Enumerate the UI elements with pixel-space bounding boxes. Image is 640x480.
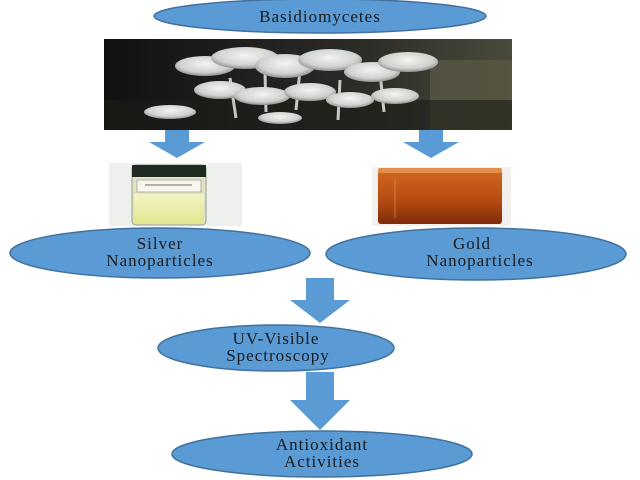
node-silver-line2: Nanoparticles: [106, 251, 213, 270]
arrow-to-uv: [290, 278, 350, 323]
node-gold-nanoparticles: Gold Nanoparticles: [325, 227, 627, 281]
node-uv-visible-spectroscopy: UV-Visible Spectroscopy: [157, 324, 395, 372]
node-antioxidant-line1: Antioxidant: [276, 435, 368, 454]
silver-nanoparticle-vial-photo: [109, 163, 242, 226]
arrow-to-gold: [403, 130, 459, 158]
node-basidiomycetes-label: Basidiomycetes: [259, 7, 381, 26]
arrow-to-antioxidant: [290, 372, 350, 430]
arrow-to-silver: [149, 130, 205, 158]
node-basidiomycetes: Basidiomycetes: [153, 0, 487, 34]
node-gold-line1: Gold: [453, 234, 491, 253]
gold-nanoparticle-beaker-photo: [372, 167, 511, 226]
node-antioxidant-activities: Antioxidant Activities: [171, 430, 473, 478]
node-antioxidant-line2: Activities: [284, 452, 360, 471]
node-gold-line2: Nanoparticles: [426, 251, 533, 270]
node-uv-line2: Spectroscopy: [226, 346, 330, 365]
node-silver-nanoparticles: Silver Nanoparticles: [9, 227, 311, 279]
mushroom-photo: [104, 39, 512, 130]
node-silver-line1: Silver: [137, 234, 184, 253]
node-uv-line1: UV-Visible: [233, 329, 320, 348]
